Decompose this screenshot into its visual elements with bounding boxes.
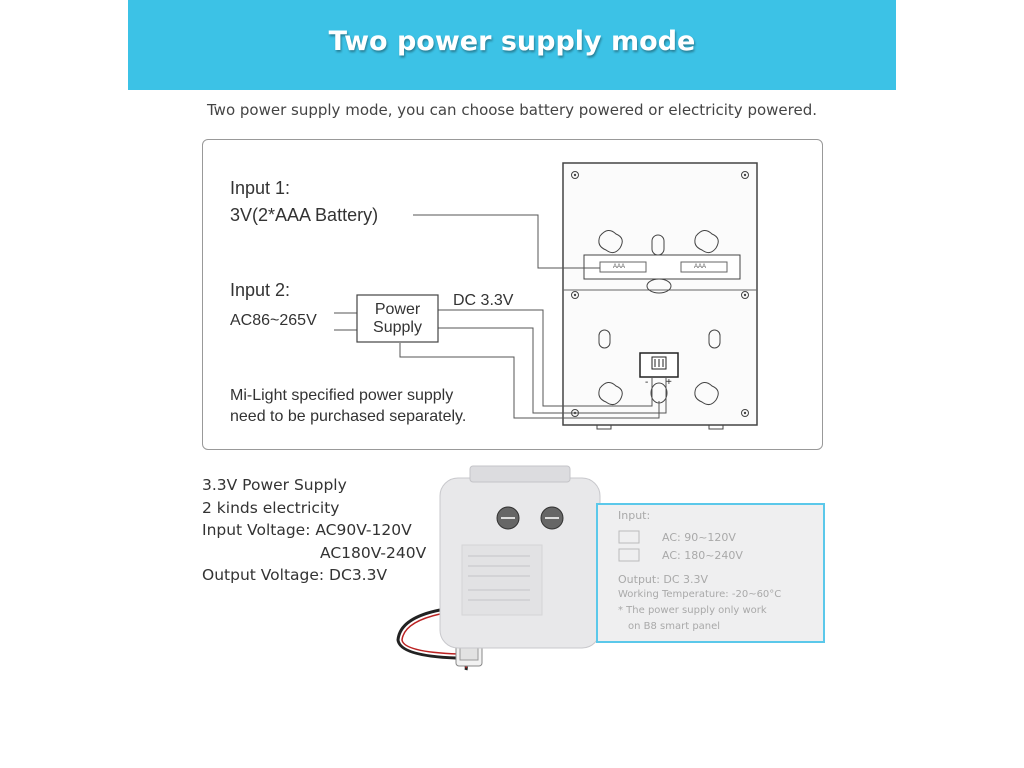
- dc-output-label: DC 3.3V: [453, 292, 514, 309]
- power-supply-device: [396, 465, 601, 671]
- spec-line: Output Voltage: DC3.3V: [202, 566, 388, 584]
- terminal-minus: -: [645, 377, 649, 388]
- spec-line: 2 kinds electricity: [202, 498, 340, 517]
- ac-range-label: AC86~265V: [230, 312, 317, 329]
- input2-title: Input 2:: [230, 280, 291, 300]
- spec-line: 3.3V Power Supply: [202, 476, 347, 494]
- diagram-frame: [202, 139, 823, 450]
- zoom-ac2-label: AC: 180~240V: [662, 549, 743, 562]
- input1-title: Input 1:: [230, 178, 291, 198]
- panel-back-plate: [562, 162, 758, 430]
- connection-lines: [334, 214, 667, 419]
- header-banner: Two power supply mode: [128, 0, 896, 90]
- power-supply-specs: 3.3V Power Supply 2 kinds electricity In…: [202, 474, 426, 587]
- zoom-temp-label: Working Temperature: -20~60°C: [618, 589, 782, 600]
- zoom-input-label: Input:: [618, 509, 651, 522]
- zoomed-label-panel: [596, 503, 825, 643]
- power-supply-label: Power Supply: [373, 301, 422, 336]
- zoom-note-1: * The power supply only work: [618, 605, 767, 616]
- terminal-plus: +: [666, 377, 672, 388]
- zoom-note-2: on B8 smart panel: [628, 621, 721, 632]
- note-line-1: Mi-Light specified power supply: [230, 387, 454, 404]
- zoom-ac1-label: AC: 90~120V: [662, 531, 736, 544]
- power-supply-box: [356, 294, 439, 343]
- spec-line: Input Voltage: AC90V-120V: [202, 521, 412, 539]
- page-subtitle: Two power supply mode, you can choose ba…: [207, 101, 817, 119]
- battery-left-label: AAA: [613, 264, 626, 270]
- note-line-2: need to be purchased separately.: [230, 408, 467, 425]
- battery-right-label: AAA: [694, 264, 707, 270]
- page-title: Two power supply mode: [328, 26, 696, 57]
- spec-line: AC180V-240V: [320, 543, 427, 562]
- zoom-output-label: Output: DC 3.3V: [618, 573, 709, 586]
- input1-battery-label: 3V(2*AAA Battery): [230, 205, 379, 225]
